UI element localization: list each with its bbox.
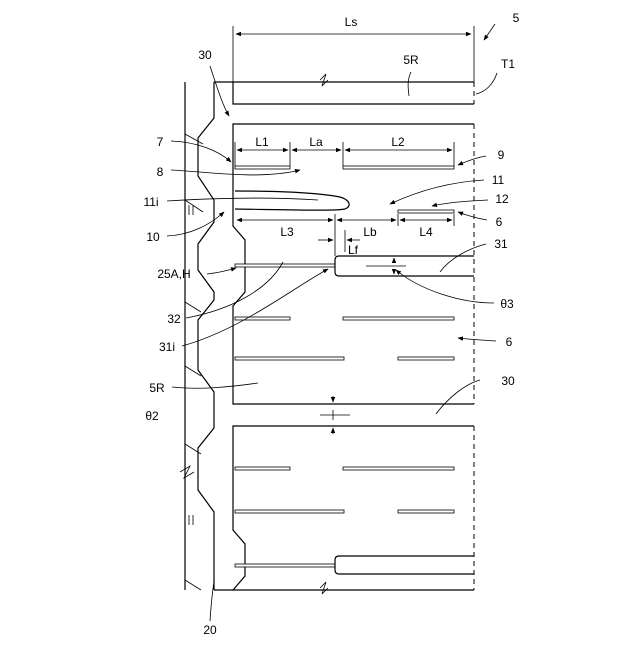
labels: Ls 5 T1 30 5R L1 La L2 7 9 8 11 11i 12 6… <box>143 11 519 637</box>
label-t1: T1 <box>501 57 515 71</box>
label-11: 11 <box>492 173 505 187</box>
label-5r-mid: 5R <box>149 381 165 395</box>
label-theta2: θ2 <box>145 409 159 423</box>
label-30-top: 30 <box>198 48 212 62</box>
label-l4: L4 <box>419 225 433 239</box>
dimensions <box>233 26 474 434</box>
label-30-mid: 30 <box>501 374 515 388</box>
label-7: 7 <box>157 135 164 149</box>
side-strip <box>180 82 233 590</box>
label-la: La <box>309 135 323 149</box>
label-9: 9 <box>498 148 505 162</box>
label-11i: 11i <box>143 195 158 209</box>
leaders <box>167 24 497 621</box>
label-l1: L1 <box>255 135 269 149</box>
label-l2: L2 <box>391 135 405 149</box>
label-l3: L3 <box>280 225 294 239</box>
label-8: 8 <box>157 165 164 179</box>
label-lf: Lf <box>348 243 359 257</box>
label-31: 31 <box>494 237 508 251</box>
label-32: 32 <box>167 312 181 326</box>
label-5r-top: 5R <box>403 53 419 67</box>
top-strip <box>233 74 474 104</box>
label-10: 10 <box>146 230 160 244</box>
label-25a-h: 25A,H <box>157 267 190 281</box>
label-6-mid: 6 <box>506 335 513 349</box>
label-20: 20 <box>203 623 217 637</box>
label-12: 12 <box>495 192 509 206</box>
label-6-top: 6 <box>496 215 503 229</box>
sheet-2 <box>233 426 474 594</box>
sheet-1 <box>233 124 474 404</box>
label-ls: Ls <box>345 15 358 29</box>
label-theta3: θ3 <box>500 297 514 311</box>
label-lb: Lb <box>363 225 377 239</box>
label-31i: 31i <box>159 340 175 354</box>
label-5: 5 <box>513 11 520 25</box>
